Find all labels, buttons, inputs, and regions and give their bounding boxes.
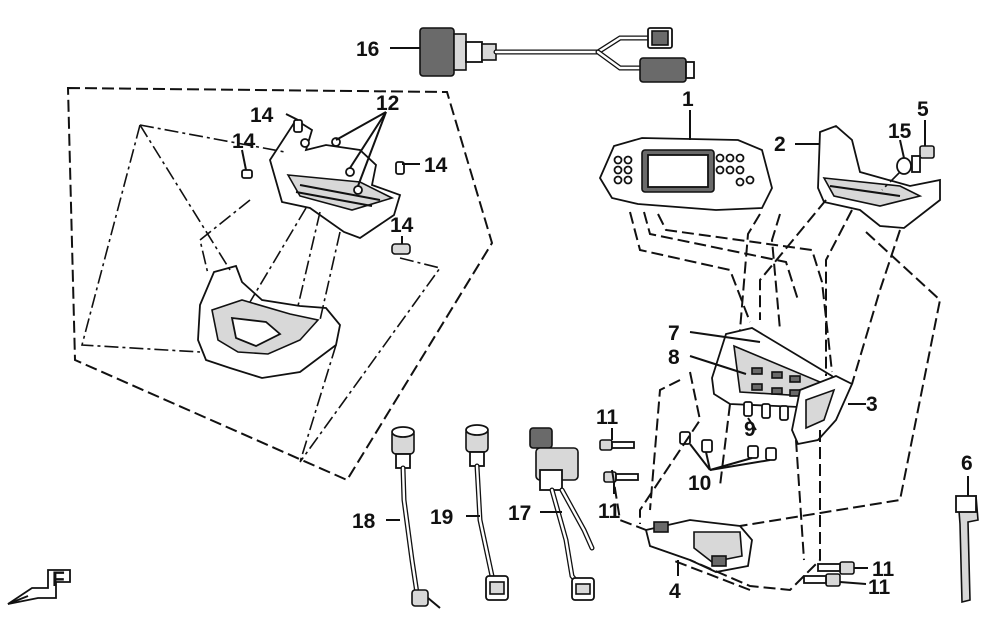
lower-bracket-4 — [644, 519, 753, 573]
label-6: 6 — [961, 452, 973, 475]
front-cover-part — [197, 264, 341, 379]
label-12: 12 — [376, 92, 399, 115]
front-mark-text: F — [52, 568, 65, 591]
label-14-lower: 14 — [390, 214, 414, 237]
label-1: 1 — [682, 88, 694, 111]
label-3: 3 — [866, 393, 878, 416]
left-group-outline — [66, 86, 494, 482]
label-4: 4 — [669, 580, 681, 603]
label-14-right: 14 — [424, 154, 448, 177]
label-19: 19 — [430, 506, 453, 529]
label-11-lower-b: 11 — [868, 576, 891, 599]
label-9: 9 — [744, 418, 756, 441]
label-5: 5 — [917, 98, 929, 121]
leader-lines — [241, 47, 969, 585]
bolts-11-parts — [599, 439, 855, 587]
label-16: 16 — [356, 38, 379, 61]
label-10: 10 — [688, 472, 711, 495]
cable-tie-6 — [955, 495, 979, 604]
label-7: 7 — [668, 322, 680, 345]
switch-19 — [465, 424, 509, 601]
upper-cover-part — [269, 118, 402, 240]
label-8: 8 — [668, 346, 680, 369]
label-14-top: 14 — [250, 104, 274, 127]
label-18: 18 — [352, 510, 376, 533]
stay-3 — [791, 375, 854, 446]
label-2: 2 — [774, 133, 786, 156]
instrument-cluster-1 — [598, 137, 773, 211]
upper-panel-2 — [817, 124, 941, 229]
front-direction-mark: F — [7, 568, 71, 605]
switch-18 — [391, 426, 441, 609]
switch-harness-17 — [529, 427, 595, 601]
label-14-left: 14 — [232, 130, 256, 153]
wiring-harness-16 — [419, 27, 695, 83]
part-number-labels: 16 1 2 5 15 12 14 14 14 14 7 8 3 9 11 10… — [232, 38, 973, 603]
label-17: 17 — [508, 502, 531, 525]
label-15: 15 — [888, 120, 912, 143]
screw-5-part — [911, 145, 935, 173]
washer-15-part — [896, 157, 912, 175]
label-11-lower-a: 11 — [872, 558, 895, 581]
grommets-9-10 — [679, 401, 789, 461]
label-11-mid: 11 — [598, 500, 621, 523]
label-11-upper: 11 — [596, 406, 619, 429]
cluster-buttons — [613, 153, 755, 187]
